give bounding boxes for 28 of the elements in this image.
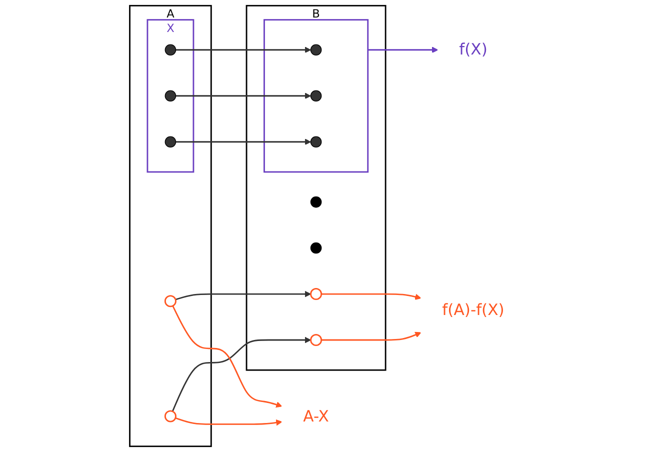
arrow (368, 46, 438, 53)
node-text: f(A)-f(X) (442, 302, 504, 320)
node-circle (164, 136, 176, 148)
cluster: B (246, 4, 386, 371)
node-circle (310, 90, 322, 102)
node-circle (310, 242, 322, 254)
node-circle (164, 295, 176, 308)
node-circle (310, 136, 322, 148)
arrow (176, 46, 311, 53)
node-circle (164, 90, 176, 102)
arrow (321, 332, 422, 341)
cluster (263, 19, 368, 173)
node-circle (310, 196, 322, 208)
arrow (175, 417, 282, 426)
arrow (172, 336, 311, 412)
arrow (176, 138, 311, 145)
node-circle (310, 288, 322, 300)
node-text: A-X (302, 408, 329, 426)
node-circle (164, 410, 176, 422)
node-text: f(X) (458, 41, 488, 59)
arrow (175, 290, 311, 300)
node-circle (310, 44, 322, 56)
arrow (321, 293, 422, 300)
arrow (172, 306, 282, 408)
node-circle (164, 44, 176, 56)
arrow (176, 92, 311, 99)
cluster: X (146, 19, 194, 173)
node-circle (310, 334, 322, 346)
